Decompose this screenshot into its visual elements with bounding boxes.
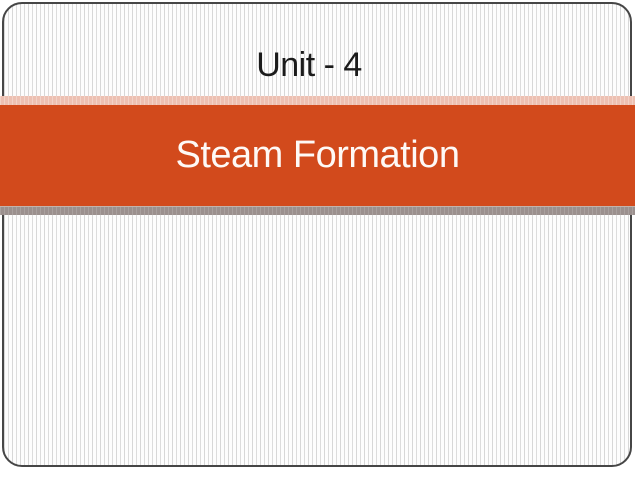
banner-shadow-strip (0, 206, 635, 215)
slide-sheet (2, 2, 632, 467)
banner-top-accent-strip (0, 96, 635, 105)
unit-subtitle: Unit - 4 (256, 46, 362, 84)
slide-main-title: Steam Formation (175, 134, 460, 176)
title-banner: Steam Formation (0, 105, 635, 206)
